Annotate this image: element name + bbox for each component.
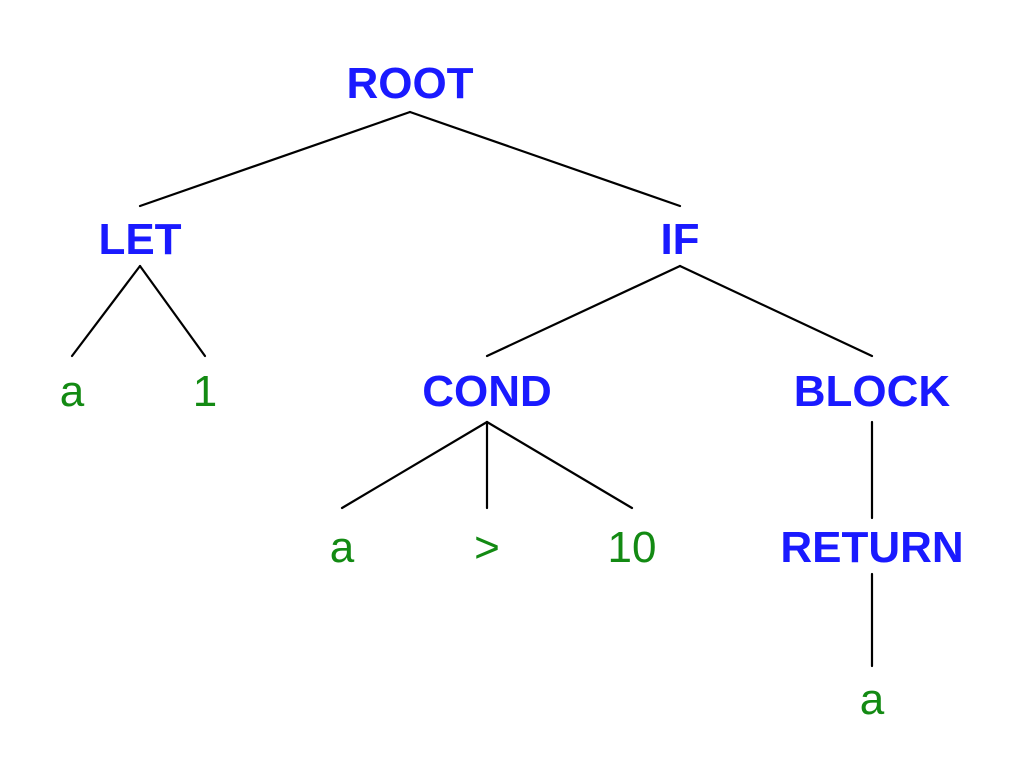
edge-cond-to-cond-a (340, 420, 489, 510)
edge-let-to-let-1 (138, 264, 207, 358)
node-return: RETURN (780, 523, 963, 572)
tree-node-labels: ROOT LET IF a 1 COND BLOCK a >10 RETURN a (60, 59, 964, 724)
node-let-a: a (60, 367, 85, 416)
edge-let-to-let-a (70, 264, 142, 358)
edge-if-to-cond (485, 264, 682, 358)
node-let: LET (98, 215, 181, 264)
node-block: BLOCK (794, 367, 951, 416)
node-cond: COND (422, 367, 552, 416)
node-cond-gt: > (474, 523, 500, 572)
node-if: IF (660, 215, 699, 264)
node-cond-a: a (330, 523, 355, 572)
node-root: ROOT (346, 59, 473, 108)
node-cond-10: 10 (608, 523, 657, 572)
edge-if-to-block (678, 264, 874, 358)
edge-root-to-let (138, 110, 412, 208)
tree-edges (70, 110, 874, 668)
node-let-1: 1 (193, 367, 217, 416)
edge-cond-to-cond-10 (485, 420, 634, 510)
node-return-a: a (860, 675, 885, 724)
edge-root-to-if (408, 110, 682, 208)
